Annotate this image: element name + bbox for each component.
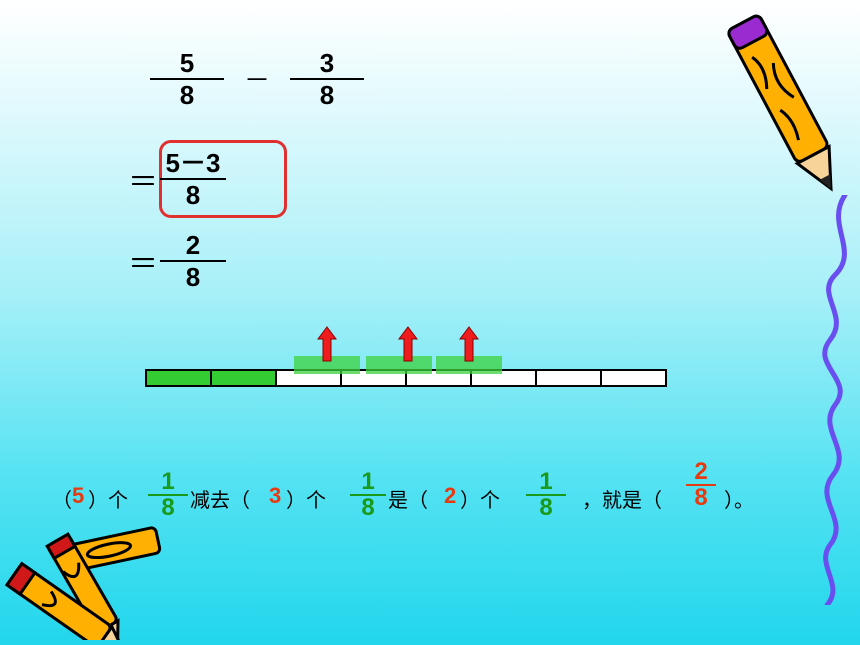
answer-number: 2 (444, 483, 457, 508)
text-segment: ）个 (88, 488, 128, 512)
text-segment: （ (52, 488, 72, 512)
minus-sign: － (244, 66, 271, 96)
lifted-piece (294, 356, 360, 374)
fraction-5-minus-3-over-8: 5－3 8 (160, 150, 226, 208)
strip-cell (145, 369, 212, 387)
fraction-1-8: 1 8 (350, 470, 386, 520)
text-segment: ，就是（ (582, 488, 662, 512)
text-segment: 是（ (388, 488, 428, 512)
fraction-5-8: 5 8 (150, 50, 224, 108)
crayon-pile-icon (4, 526, 162, 640)
numerator: 5－3 (165, 148, 221, 178)
squiggle-line (822, 195, 848, 605)
text-segment: ）。 (724, 488, 754, 512)
up-arrow-icon (398, 326, 418, 362)
answer-number: 3 (269, 483, 282, 508)
pencil-icon (727, 14, 833, 192)
up-arrow-icon (459, 326, 479, 362)
answer-number: 5 (72, 483, 85, 508)
text-segment: ）个 (460, 488, 500, 512)
fraction-1-8: 1 8 (148, 470, 188, 520)
strip-cell (210, 369, 277, 387)
strip-cell (535, 369, 602, 387)
lifted-piece (366, 356, 432, 374)
text-segment: ）个 (286, 488, 326, 512)
fraction-3-8: 3 8 (290, 50, 364, 108)
denominator: 8 (185, 262, 201, 292)
numerator: 2 (185, 230, 201, 260)
equals-sign: ＝ (128, 247, 158, 282)
equals-sign: ＝ (128, 165, 158, 200)
strip-cell (600, 369, 667, 387)
numerator: 3 (319, 48, 335, 78)
denominator: 8 (185, 180, 201, 210)
up-arrow-icon (317, 326, 337, 362)
text-segment: 减去（ (190, 488, 250, 512)
denominator: 8 (319, 80, 335, 110)
numerator: 5 (179, 48, 195, 78)
fraction-2-8: 2 8 (160, 232, 226, 290)
fraction-2-8-answer: 2 8 (686, 460, 716, 510)
fraction-1-8: 1 8 (526, 470, 566, 520)
explanation-sentence: （ 5 ）个 1 8 减去（ 3 ）个 1 8 是（ 2 ）个 1 8 ，就是（… (52, 460, 820, 520)
denominator: 8 (179, 80, 195, 110)
lifted-piece (436, 356, 502, 374)
